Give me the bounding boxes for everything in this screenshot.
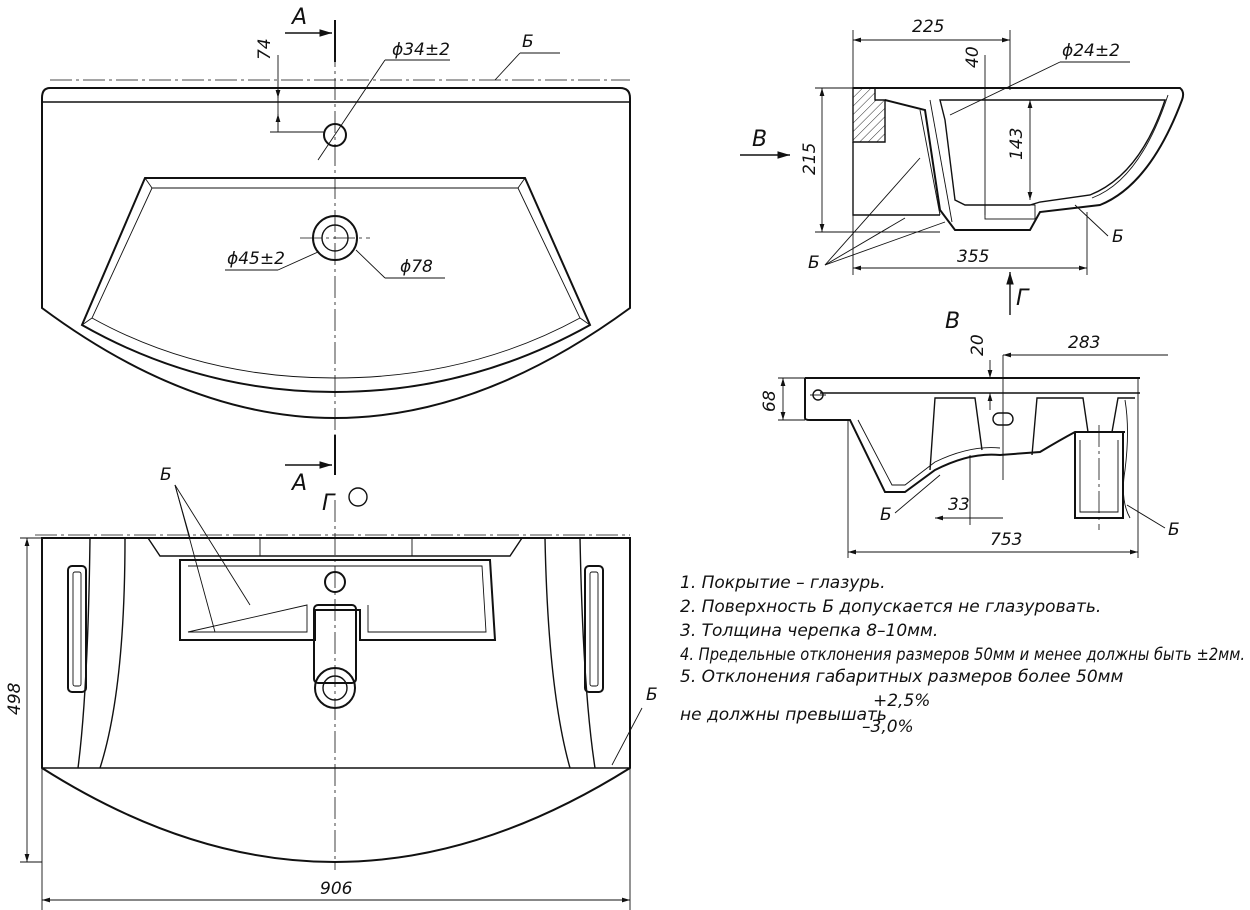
dim-33: 33 <box>948 495 970 515</box>
surface-b-view-right: Б <box>1168 520 1180 540</box>
section-a-top: А <box>290 5 307 30</box>
view-g-arrow: Г <box>1016 286 1030 311</box>
dim-498: 498 <box>5 682 25 715</box>
dim-215: 215 <box>800 143 820 175</box>
view-g-label: Г <box>322 491 336 516</box>
note-2: 2. Поверхность Б допускается не глазуров… <box>680 597 1101 617</box>
note-3: 3. Толщина черепка 8–10мм. <box>680 621 938 641</box>
surface-b-side-left: Б <box>808 253 820 273</box>
note-5b: не должны превышать <box>680 705 887 725</box>
surface-b-view-left: Б <box>880 505 892 525</box>
bottom-view: Г Б Б 498 906 <box>5 465 658 910</box>
tolerance-minus: –3,0% <box>862 717 914 737</box>
dim-phi78: ϕ78 <box>400 257 433 277</box>
section-side: 225 40 143 ϕ24±2 215 355 В Г Б Б <box>740 17 1185 315</box>
section-a-bottom: А <box>290 471 307 496</box>
note-5: 5. Отклонения габаритных размеров более … <box>680 667 1123 687</box>
dim-355: 355 <box>957 247 989 267</box>
note-1: 1. Покрытие – глазурь. <box>680 573 886 593</box>
basin-top-outline <box>41 87 631 420</box>
siphon-outer <box>314 667 356 709</box>
surface-b-bottom-right: Б <box>646 685 658 705</box>
dim-68: 68 <box>760 390 780 412</box>
notes: 1. Покрытие – глазурь. 2. Поверхность Б … <box>680 573 1245 737</box>
dim-phi34: ϕ34±2 <box>392 40 450 60</box>
dim-phi24: ϕ24±2 <box>1062 41 1120 61</box>
dim-74: 74 <box>255 38 275 60</box>
surface-b-bottom-left: Б <box>160 465 172 485</box>
dim-phi45: ϕ45±2 <box>227 249 285 269</box>
dim-283: 283 <box>1068 333 1100 353</box>
basin-bottom-outline <box>41 537 631 864</box>
slot-left <box>67 565 87 693</box>
surface-b-top: Б <box>522 32 534 52</box>
surface-b-side-right: Б <box>1112 227 1124 247</box>
top-view: А А 74 ϕ34±2 ϕ45±2 ϕ78 Б <box>41 5 631 496</box>
basin-bowl-outline <box>80 177 592 394</box>
note-4: 4. Предельные отклонения размеров 50мм и… <box>680 645 1245 665</box>
section-outline <box>853 87 1185 231</box>
dim-143: 143 <box>1007 128 1027 160</box>
view-v-arrow: В <box>752 127 767 152</box>
tap-hole <box>323 123 347 147</box>
dim-40: 40 <box>963 46 983 68</box>
slot-right <box>584 565 604 693</box>
dim-906: 906 <box>320 879 353 899</box>
dim-753: 753 <box>990 530 1022 550</box>
view-v-outline <box>804 377 1140 493</box>
view-v: В 20 283 68 33 753 Б Б <box>760 309 1180 558</box>
section-hatch <box>852 87 886 143</box>
dim-225: 225 <box>912 17 944 37</box>
view-v-label: В <box>945 309 960 334</box>
dim-20: 20 <box>968 334 988 356</box>
tolerance-plus: +2,5% <box>873 691 930 711</box>
